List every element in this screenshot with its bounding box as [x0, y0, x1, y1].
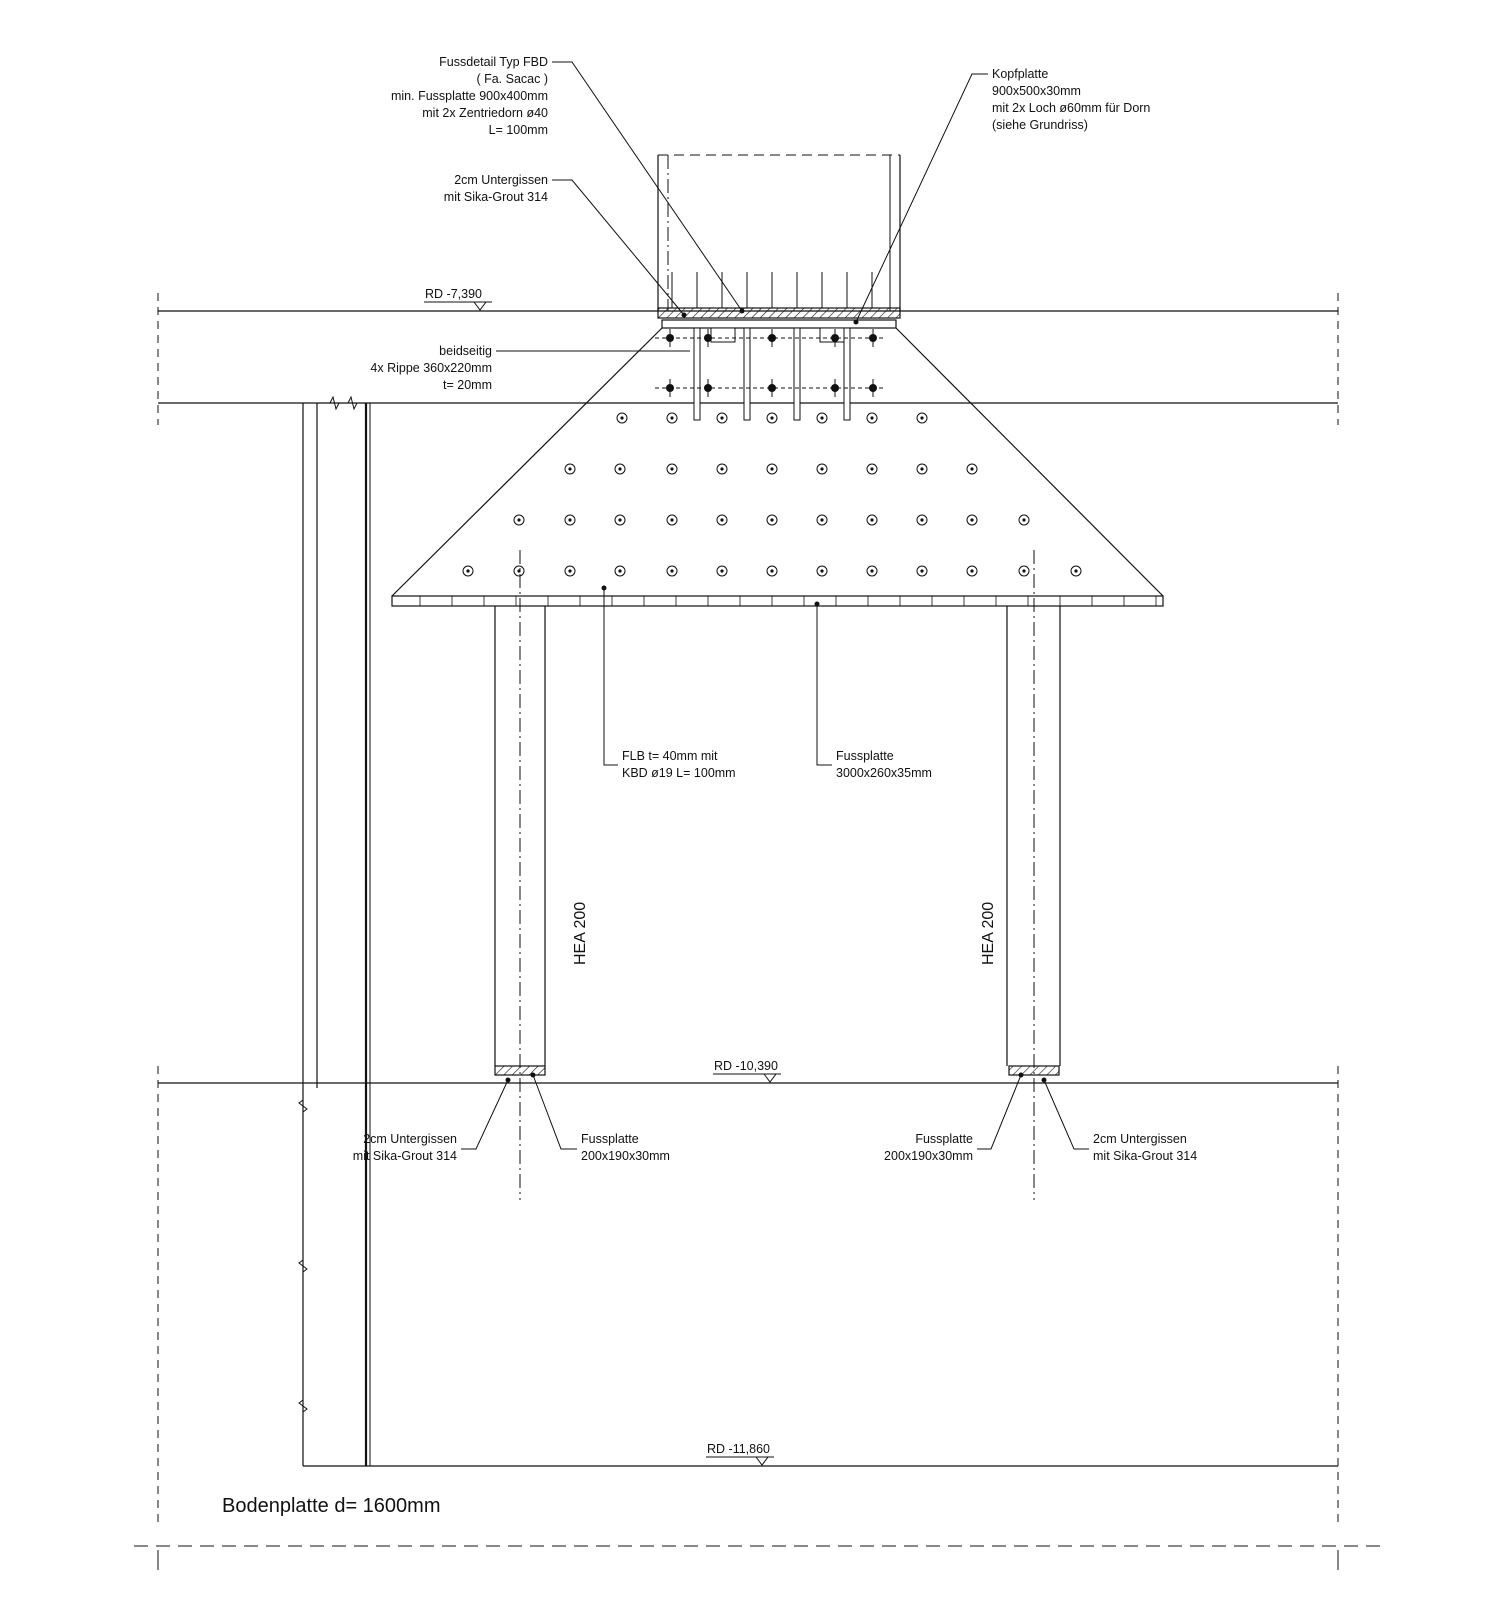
- note-untergiessen-top: 2cm Untergissen mit Sika-Grout 314: [444, 173, 548, 204]
- shear-studs: [462, 412, 1082, 577]
- svg-text:beidseitig: beidseitig: [439, 344, 492, 358]
- svg-text:Fussplatte: Fussplatte: [581, 1132, 639, 1146]
- note-rippe: beidseitig 4x Rippe 360x220mm t= 20mm: [370, 344, 492, 392]
- svg-text:2cm Untergissen: 2cm Untergissen: [363, 1132, 457, 1146]
- svg-text:(siehe Grundriss): (siehe Grundriss): [992, 118, 1088, 132]
- svg-text:mit Sika-Grout 314: mit Sika-Grout 314: [353, 1149, 457, 1163]
- note-untergiessen-left: 2cm Untergissen mit Sika-Grout 314: [353, 1132, 457, 1163]
- note-fussplatte-main: Fussplatte 3000x260x35mm: [836, 749, 932, 780]
- svg-text:KBD ø19 L= 100mm: KBD ø19 L= 100mm: [622, 766, 736, 780]
- svg-text:200x190x30mm: 200x190x30mm: [884, 1149, 973, 1163]
- note-fussdetail: Fussdetail Typ FBD ( Fa. Sacac ) min. Fu…: [391, 55, 548, 137]
- level-marker-top: RD -7,390: [424, 287, 492, 311]
- level-bottom-label: RD -11,860: [707, 1442, 770, 1456]
- leader-lines: [461, 61, 1089, 1150]
- svg-text:mit Sika-Grout 314: mit Sika-Grout 314: [1093, 1149, 1197, 1163]
- level-top-label: RD -7,390: [425, 287, 482, 301]
- level-marker-bottom: RD -11,860: [706, 1442, 774, 1466]
- note-kopfplatte: Kopfplatte 900x500x30mm mit 2x Loch ø60m…: [992, 67, 1150, 132]
- note-flb: FLB t= 40mm mit KBD ø19 L= 100mm: [622, 749, 736, 780]
- column-right-label: HEA 200: [980, 902, 997, 965]
- level-marker-middle: RD -10,390: [713, 1059, 781, 1083]
- load-spread-cone: [391, 327, 1164, 607]
- note-fussplatte-left: Fussplatte 200x190x30mm: [581, 1132, 670, 1163]
- svg-text:min. Fussplatte 900x400mm: min. Fussplatte 900x400mm: [391, 89, 548, 103]
- svg-text:FLB t= 40mm mit: FLB t= 40mm mit: [622, 749, 718, 763]
- svg-text:( Fa. Sacac ): ( Fa. Sacac ): [476, 72, 548, 86]
- svg-text:3000x260x35mm: 3000x260x35mm: [836, 766, 932, 780]
- svg-text:mit 2x Loch ø60mm für Dorn: mit 2x Loch ø60mm für Dorn: [992, 101, 1150, 115]
- svg-text:2cm Untergissen: 2cm Untergissen: [1093, 1132, 1187, 1146]
- note-fussplatte-right: Fussplatte 200x190x30mm: [884, 1132, 973, 1163]
- svg-text:mit Sika-Grout 314: mit Sika-Grout 314: [444, 190, 548, 204]
- upper-column: [657, 154, 901, 311]
- svg-text:Kopfplatte: Kopfplatte: [992, 67, 1048, 81]
- base-plate-segments: [419, 596, 1157, 606]
- left-wall: [298, 395, 371, 1466]
- svg-text:4x Rippe 360x220mm: 4x Rippe 360x220mm: [370, 361, 492, 375]
- svg-text:2cm Untergissen: 2cm Untergissen: [454, 173, 548, 187]
- note-untergiessen-right: 2cm Untergissen mit Sika-Grout 314: [1093, 1132, 1197, 1163]
- column-left-label: HEA 200: [572, 902, 589, 965]
- level-middle-label: RD -10,390: [714, 1059, 778, 1073]
- bodenplatte-label: Bodenplatte d= 1600mm: [222, 1495, 441, 1517]
- svg-text:Fussplatte: Fussplatte: [836, 749, 894, 763]
- column-left-hea200: [494, 550, 546, 1200]
- svg-text:t= 20mm: t= 20mm: [443, 378, 492, 392]
- svg-text:Fussplatte: Fussplatte: [915, 1132, 973, 1146]
- svg-text:Fussdetail Typ FBD: Fussdetail Typ FBD: [439, 55, 548, 69]
- column-right-hea200: [1006, 550, 1061, 1200]
- lower-slab: [134, 1066, 1384, 1570]
- anchor-bolts: [655, 272, 885, 421]
- svg-text:900x500x30mm: 900x500x30mm: [992, 84, 1081, 98]
- svg-text:L= 100mm: L= 100mm: [489, 123, 548, 137]
- svg-text:mit 2x Zentriedorn ø40: mit 2x Zentriedorn ø40: [422, 106, 548, 120]
- leader-dots: [505, 308, 1047, 1083]
- svg-text:200x190x30mm: 200x190x30mm: [581, 1149, 670, 1163]
